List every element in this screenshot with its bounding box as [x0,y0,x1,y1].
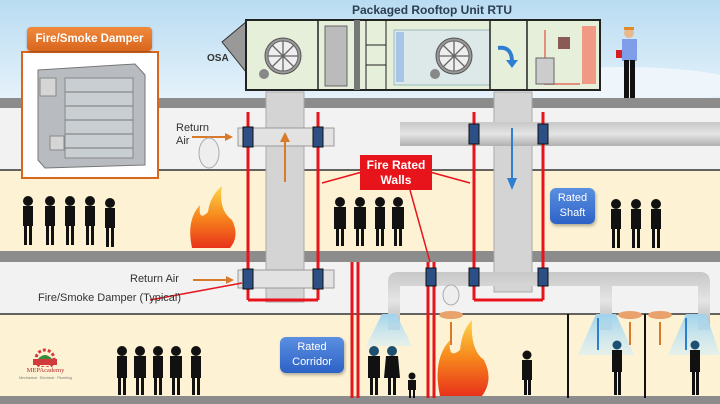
fire-rated-walls-line2: Walls [380,173,412,187]
worker-icon [616,27,637,98]
logo-name: MEPAcademy [26,367,65,374]
fire-rated-walls-line1: Fire Rated [366,158,426,172]
mepacademy-logo: MEPAcademy Mechanical · Electrical · Plu… [18,345,73,383]
diffuser-icon [366,314,412,346]
fan-icon [259,37,302,79]
arrow-up-icon [450,322,661,345]
person-silhouette-icon [23,196,700,398]
arrow-down-icon [597,318,687,350]
return-grille-icon [439,311,672,319]
ground-slab [0,396,720,404]
damper-pointer-line [149,282,243,301]
diffuser-icon [668,314,720,355]
arrow-up-icon [280,132,290,182]
osa-label: OSA [207,53,229,64]
rated-shaft-line2: Shaft [559,207,586,219]
gear-logo-icon [33,348,57,367]
fire-icon [190,186,236,248]
logo-tagline: Mechanical · Electrical · Plumbing [19,376,72,380]
return-shaft-duct [265,91,305,303]
damper-icon [242,123,549,290]
rated-shaft-badge: Rated Shaft [550,188,595,224]
page-title: Packaged Rooftop Unit RTU [352,3,513,17]
smoke-icon [198,137,220,169]
rated-corridor-badge: Rated Corridor [280,337,344,373]
fire-rated-walls-badge: Fire Rated Walls [360,155,432,190]
rated-corridor-line2: Corridor [292,356,332,368]
rooftop-unit [221,19,601,91]
fire-smoke-damper-badge: Fire/Smoke Damper [27,27,152,51]
return-air-arrow-icon [192,136,226,281]
roof-slab [0,98,720,108]
arrow-down-icon [507,128,517,190]
fire-icon [437,320,489,396]
lower-supply-duct [388,272,710,330]
rated-shaft-line1: Rated [557,192,588,204]
room-partition [567,314,646,398]
return-air-upper-line1: Return [176,122,210,134]
airflow-arrow-icon [497,45,514,63]
return-air-upper-label: Return Air [176,122,209,148]
damper-photo [37,63,146,169]
fire-wall-pointer-lines [321,171,471,263]
fan-icon [430,37,473,79]
smoke-icon [442,284,460,306]
upper-supply-duct [400,122,720,146]
rated-corridor-line1: Rated [297,341,327,353]
return-air-lower-label: Return Air [130,273,179,285]
return-air-upper-line2: Air [176,135,190,147]
middle-slab [0,251,720,262]
fire-smoke-damper-typical-label: Fire/Smoke Damper (Typical) [38,292,182,304]
lower-return-duct [237,269,335,289]
